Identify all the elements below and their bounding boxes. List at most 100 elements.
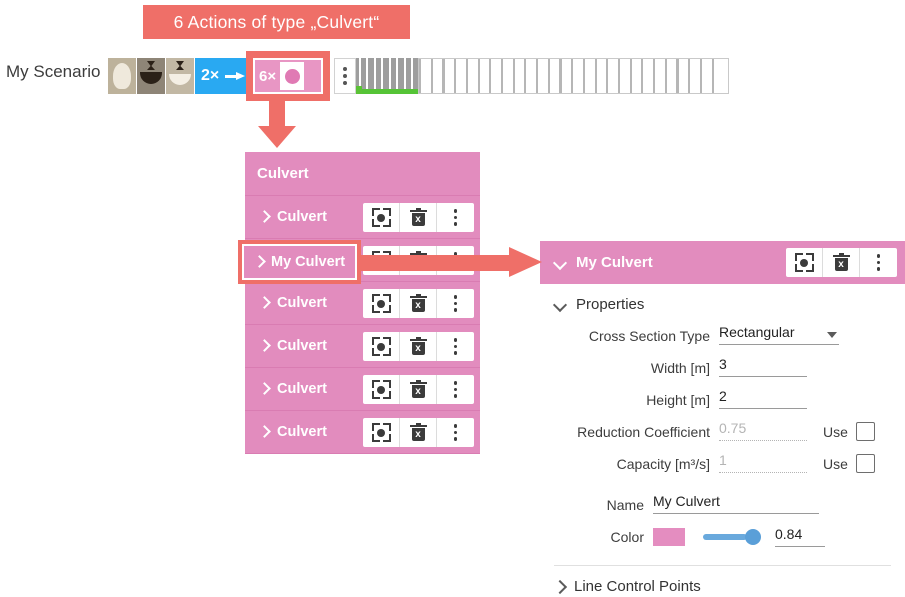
- list-item-label: Culvert: [277, 295, 327, 311]
- row-actions: x: [786, 248, 897, 277]
- name-input[interactable]: My Culvert: [653, 493, 819, 514]
- delete-icon[interactable]: x: [400, 375, 437, 404]
- delete-icon[interactable]: x: [400, 203, 437, 232]
- field-label: Width [m]: [650, 360, 710, 376]
- delete-icon[interactable]: x: [400, 289, 437, 318]
- timeline-more-options-icon[interactable]: [334, 58, 356, 94]
- more-options-icon[interactable]: [437, 375, 474, 404]
- field-label: Height [m]: [646, 392, 710, 408]
- cross-section-type-select[interactable]: Rectangular: [719, 324, 839, 345]
- properties-panel: My Culvert x Properties Cross Section Ty…: [540, 241, 905, 597]
- line-control-points-label: Line Control Points: [574, 578, 701, 595]
- more-options-icon[interactable]: [437, 203, 474, 232]
- chip-6x-highlight-box: 6×: [246, 51, 330, 101]
- list-item[interactable]: Culvert x: [245, 282, 480, 325]
- width-input[interactable]: 3: [719, 356, 807, 377]
- timeline-chip-6x[interactable]: 6×: [255, 60, 321, 92]
- scenario-label: My Scenario: [6, 62, 101, 81]
- chevron-right-icon[interactable]: [259, 382, 268, 396]
- reduction-coefficient-input[interactable]: 0.75: [719, 420, 807, 441]
- title-banner: 6 Actions of type „Culvert“: [143, 5, 410, 39]
- thumbnail-1-icon[interactable]: [108, 58, 136, 94]
- field-width: Width [m] 3: [540, 356, 905, 377]
- color-opacity-slider[interactable]: [703, 527, 761, 547]
- arrow-right-icon: [225, 70, 246, 82]
- field-label: Reduction Coefficient: [577, 424, 710, 440]
- chevron-right-icon[interactable]: [259, 339, 268, 353]
- delete-icon[interactable]: x: [400, 332, 437, 361]
- timeline-chip-2x[interactable]: 2×: [195, 58, 252, 94]
- chevron-right-icon[interactable]: [259, 210, 268, 224]
- focus-icon[interactable]: [363, 418, 400, 447]
- list-item[interactable]: Culvert x: [245, 196, 480, 239]
- title-banner-text: 6 Actions of type „Culvert“: [173, 11, 380, 32]
- timeline-green-marker: [356, 86, 362, 94]
- row-actions: x: [363, 375, 474, 404]
- line-control-points-toggle[interactable]: Line Control Points: [540, 578, 905, 595]
- chevron-right-icon[interactable]: [259, 296, 268, 310]
- field-label: Capacity [m³/s]: [616, 456, 710, 472]
- use-label: Use: [823, 456, 848, 472]
- list-item-label: Culvert: [277, 209, 327, 225]
- list-item-label: Culvert: [277, 424, 327, 440]
- chevron-right-icon[interactable]: [254, 255, 263, 269]
- section-divider: [554, 565, 891, 566]
- list-item-label: Culvert: [277, 338, 327, 354]
- timeline-stripes-inactive: [419, 59, 728, 93]
- capacity-input[interactable]: 1: [719, 452, 807, 473]
- slider-handle[interactable]: [745, 528, 761, 545]
- more-options-icon[interactable]: [437, 332, 474, 361]
- chip-2x-label: 2×: [201, 67, 220, 84]
- scenario-timeline[interactable]: 2× 6×: [108, 51, 729, 101]
- use-label: Use: [823, 424, 848, 440]
- field-height: Height [m] 2: [540, 388, 905, 409]
- capacity-use-checkbox[interactable]: [855, 454, 875, 473]
- more-options-icon[interactable]: [437, 289, 474, 318]
- arrow-right-annotation-icon: [352, 247, 542, 278]
- field-label: Name: [606, 497, 644, 513]
- delete-icon[interactable]: x: [400, 418, 437, 447]
- properties-section-toggle[interactable]: Properties: [540, 296, 905, 313]
- focus-icon[interactable]: [363, 375, 400, 404]
- color-swatch[interactable]: [653, 527, 685, 546]
- chip-6x-highlight-inner: 6×: [253, 58, 323, 94]
- field-label: Cross Section Type: [588, 328, 710, 344]
- list-item[interactable]: Culvert x: [245, 368, 480, 411]
- chevron-down-icon[interactable]: [554, 299, 566, 311]
- thumbnail-2-icon[interactable]: [137, 58, 165, 94]
- timeline-bars-inactive[interactable]: [418, 58, 729, 94]
- focus-icon[interactable]: [363, 332, 400, 361]
- list-item[interactable]: Culvert x: [245, 411, 480, 454]
- field-reduction-coefficient: Reduction Coefficient 0.75 Use: [540, 420, 905, 441]
- properties-header[interactable]: My Culvert x: [540, 241, 905, 284]
- row-actions: x: [363, 203, 474, 232]
- focus-icon[interactable]: [363, 203, 400, 232]
- chevron-right-icon[interactable]: [554, 580, 564, 594]
- field-color: Color 0.84: [540, 526, 905, 547]
- focus-icon[interactable]: [363, 289, 400, 318]
- arrow-down-annotation-icon: [258, 101, 296, 148]
- field-label: Color: [610, 528, 644, 545]
- my-culvert-label: My Culvert: [271, 254, 346, 270]
- more-options-icon[interactable]: [860, 248, 897, 277]
- list-item-label: Culvert: [277, 381, 327, 397]
- field-capacity: Capacity [m³/s] 1 Use: [540, 452, 905, 473]
- focus-icon[interactable]: [786, 248, 823, 277]
- height-input[interactable]: 2: [719, 388, 807, 409]
- chip-6x-label: 6×: [259, 67, 277, 85]
- culvert-list-panel: Culvert Culvert x My Culvert x Culvert x…: [245, 152, 480, 454]
- properties-header-title: My Culvert: [576, 254, 653, 271]
- row-actions: x: [363, 289, 474, 318]
- delete-icon[interactable]: x: [823, 248, 860, 277]
- more-options-icon[interactable]: [437, 418, 474, 447]
- chevron-right-icon[interactable]: [259, 425, 268, 439]
- my-culvert-highlight-box[interactable]: My Culvert: [238, 240, 361, 284]
- chevron-down-icon[interactable]: [554, 257, 566, 269]
- color-opacity-value[interactable]: 0.84: [775, 526, 825, 547]
- thumbnail-3-icon[interactable]: [166, 58, 194, 94]
- timeline-progress-bar: [336, 89, 418, 94]
- field-cross-section-type: Cross Section Type Rectangular: [540, 324, 905, 345]
- reduction-coefficient-use-checkbox[interactable]: [855, 422, 875, 441]
- chevron-down-icon[interactable]: [827, 332, 837, 338]
- list-item[interactable]: Culvert x: [245, 325, 480, 368]
